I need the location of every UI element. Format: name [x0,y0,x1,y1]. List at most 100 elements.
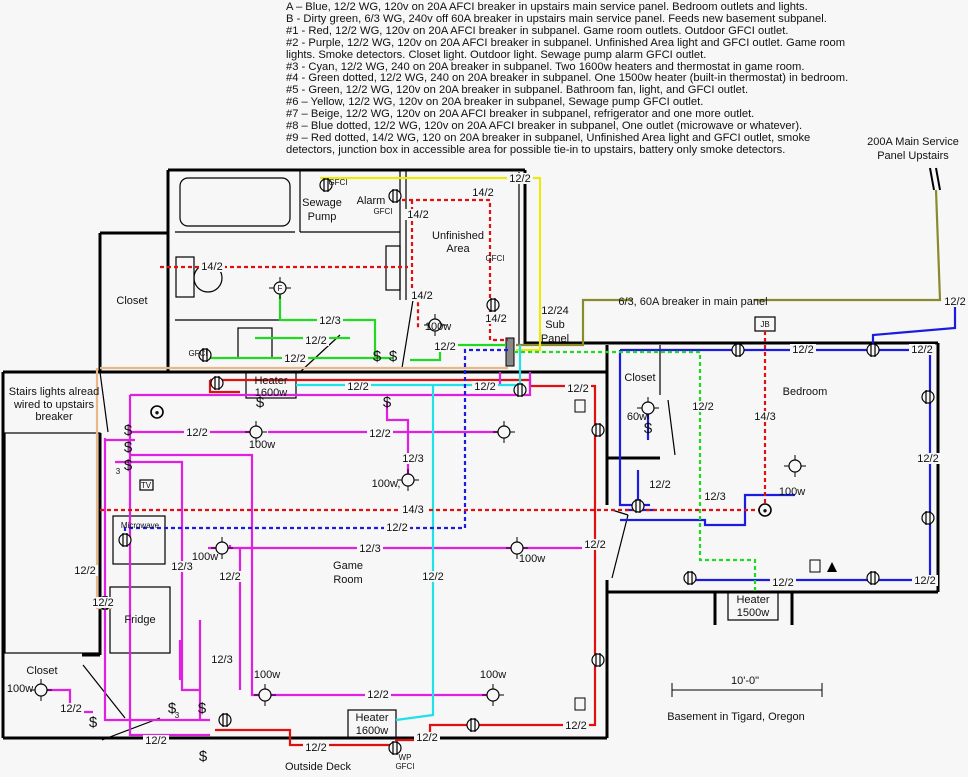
wire-gauge-label: 12/2 [567,383,588,395]
room-unfinished: Unfinished [432,230,484,242]
scale-bar [671,683,823,697]
wire-gauge-label: 12/3 [319,315,340,327]
wattage-label: 100w [7,683,33,695]
wire-gauge-label: 12/2 [305,742,326,754]
wire-gauge-label: 14/3 [754,411,775,423]
gfci-pump-label: GFCI [328,178,347,187]
main-panel-symbol [929,167,941,191]
light-fixture-icon [482,684,504,706]
wire-9-red-dotted [100,198,767,512]
switch-icon: $ [256,394,265,411]
switch-icon: $ [168,700,177,717]
wire-4-green-dotted [514,350,757,592]
labels: Closet Sewage Pump Alarm GFCI Unfinished… [9,136,959,773]
room-game: Game [333,560,363,572]
wire-gauge-label: 12/2 [386,522,407,534]
heater-c-label: Heater [736,594,769,606]
wire-gauge-label: 12/2 [584,539,605,551]
wire-gauge-label: 12/2 [74,565,95,577]
room-closet-lower: Closet [26,665,57,677]
wattage-label: 100w [249,439,275,451]
outside-deck-label: Outside Deck [285,761,352,773]
wire-gauge-label: 12/2 [186,427,207,439]
light-fixture-icon [637,397,659,419]
sub-panel-label-2: Sub [545,319,565,331]
light-fixture-icon [424,314,446,336]
wire-gauge-label: 12/2 [944,296,965,308]
outlet-icon [218,713,232,727]
switch-icon: $ [389,348,398,365]
wire-6-yellow [320,176,542,352]
scale-label: 10'-0" [731,675,759,687]
switch-icon: $ [124,439,133,456]
main-panel-label: 200A Main Service [867,136,959,148]
outlet-icon [921,390,935,404]
room-unfinished-2: Area [446,243,470,255]
main-panel-label-2: Panel Upstairs [877,150,949,162]
wire-gauge-label: 12/2 [92,597,113,609]
legend-line: B - Dirty green, 6/3 WG, 240v off 60A br… [286,12,827,25]
jb-label: JB [760,320,769,329]
sub-panel [505,337,515,367]
alarm-gfci-label: GFCI [373,207,392,216]
legend-line: lights. Smoke detectors. Closet light. O… [286,48,707,61]
wire-gauge-label: 12/2 [692,401,713,413]
wire-8-blue-dotted [123,348,508,545]
stairs-note-2: wired to upstairs [13,399,95,411]
wire-gauge-label: 12/2 [347,381,368,393]
wire-gauge-label: 12/2 [792,344,813,356]
heater-c-watt: 1500w [737,607,769,619]
legend-line: #3 - Cyan, 12/2 WG, 240 on 20A breaker i… [286,60,805,73]
gfci-bath-label: GFCI [188,349,207,358]
light-fixture-icon [254,684,276,706]
wire-a-blue [618,305,957,582]
wire-gauge-label: 12/2 [772,577,793,589]
smoke-detector-icon: ● [150,405,164,419]
wattage-label: 100w [519,553,545,565]
legend-line: A – Blue, 12/2 WG, 120v on 20A AFCI brea… [286,1,808,13]
wire-gauge-label: 12/3 [402,453,423,465]
switch-icon: $ [89,714,98,731]
legend-line: #1 - Red, 12/2 WG, 120v on 20A AFCI brea… [286,24,789,37]
room-bedroom: Bedroom [783,386,828,398]
microwave-label: Microwave [121,521,160,530]
fan-label: F [278,284,283,293]
wire-gauge-label: 14/2 [407,209,428,221]
wiring-legend: A – Blue, 12/2 WG, 120v on 20A AFCI brea… [286,1,849,157]
outlet-icon [866,343,880,357]
wire-gauge-label: 12/2 [369,428,390,440]
wire-gauge-label: 12/2 [474,381,495,393]
switch-icon: $ [199,748,208,765]
room-sewage-pump: Sewage [302,197,342,209]
wire-gauge-label: 12/3 [704,491,725,503]
wire-gauge-label: 12/3 [171,561,192,573]
outlet-icon [198,348,212,362]
light-fixture-icon [269,277,291,299]
feeder-wire-b [516,189,942,347]
wire-gauge-label: 12/2 [305,335,326,347]
outlet-icon [118,533,132,547]
light-fixture-icon [784,455,806,477]
fridge-label: Fridge [124,614,155,626]
light-fixture-icon [211,537,233,559]
legend-line: #4 - Green dotted, 12/2 WG, 240 on 20A b… [286,72,849,85]
wp-gfci-label: GFCI [395,762,414,771]
outlet-icon [388,741,402,755]
wattage-label: 100w [192,551,218,563]
outlet-icon [210,376,224,390]
outlet-icon [591,423,605,437]
switch-icon: $ [124,422,133,439]
wp-label: WP [399,753,412,762]
wattage-label: 60w [627,411,647,423]
wire-gauge-label: 14/2 [485,313,506,325]
wire-gauge-label: 12/2 [911,344,932,356]
wire-gauge-label: 12/2 [284,353,305,365]
outlet-icon [466,718,480,732]
wire-gauge-label: 12/2 [367,689,388,701]
stairs-note: Stairs lights alread [9,386,100,398]
heater-a-label: Heater [254,375,287,387]
outlet-icon [631,499,645,513]
wattage-label: 100w [480,669,506,681]
wire-gauge-label: 12/2 [219,571,240,583]
